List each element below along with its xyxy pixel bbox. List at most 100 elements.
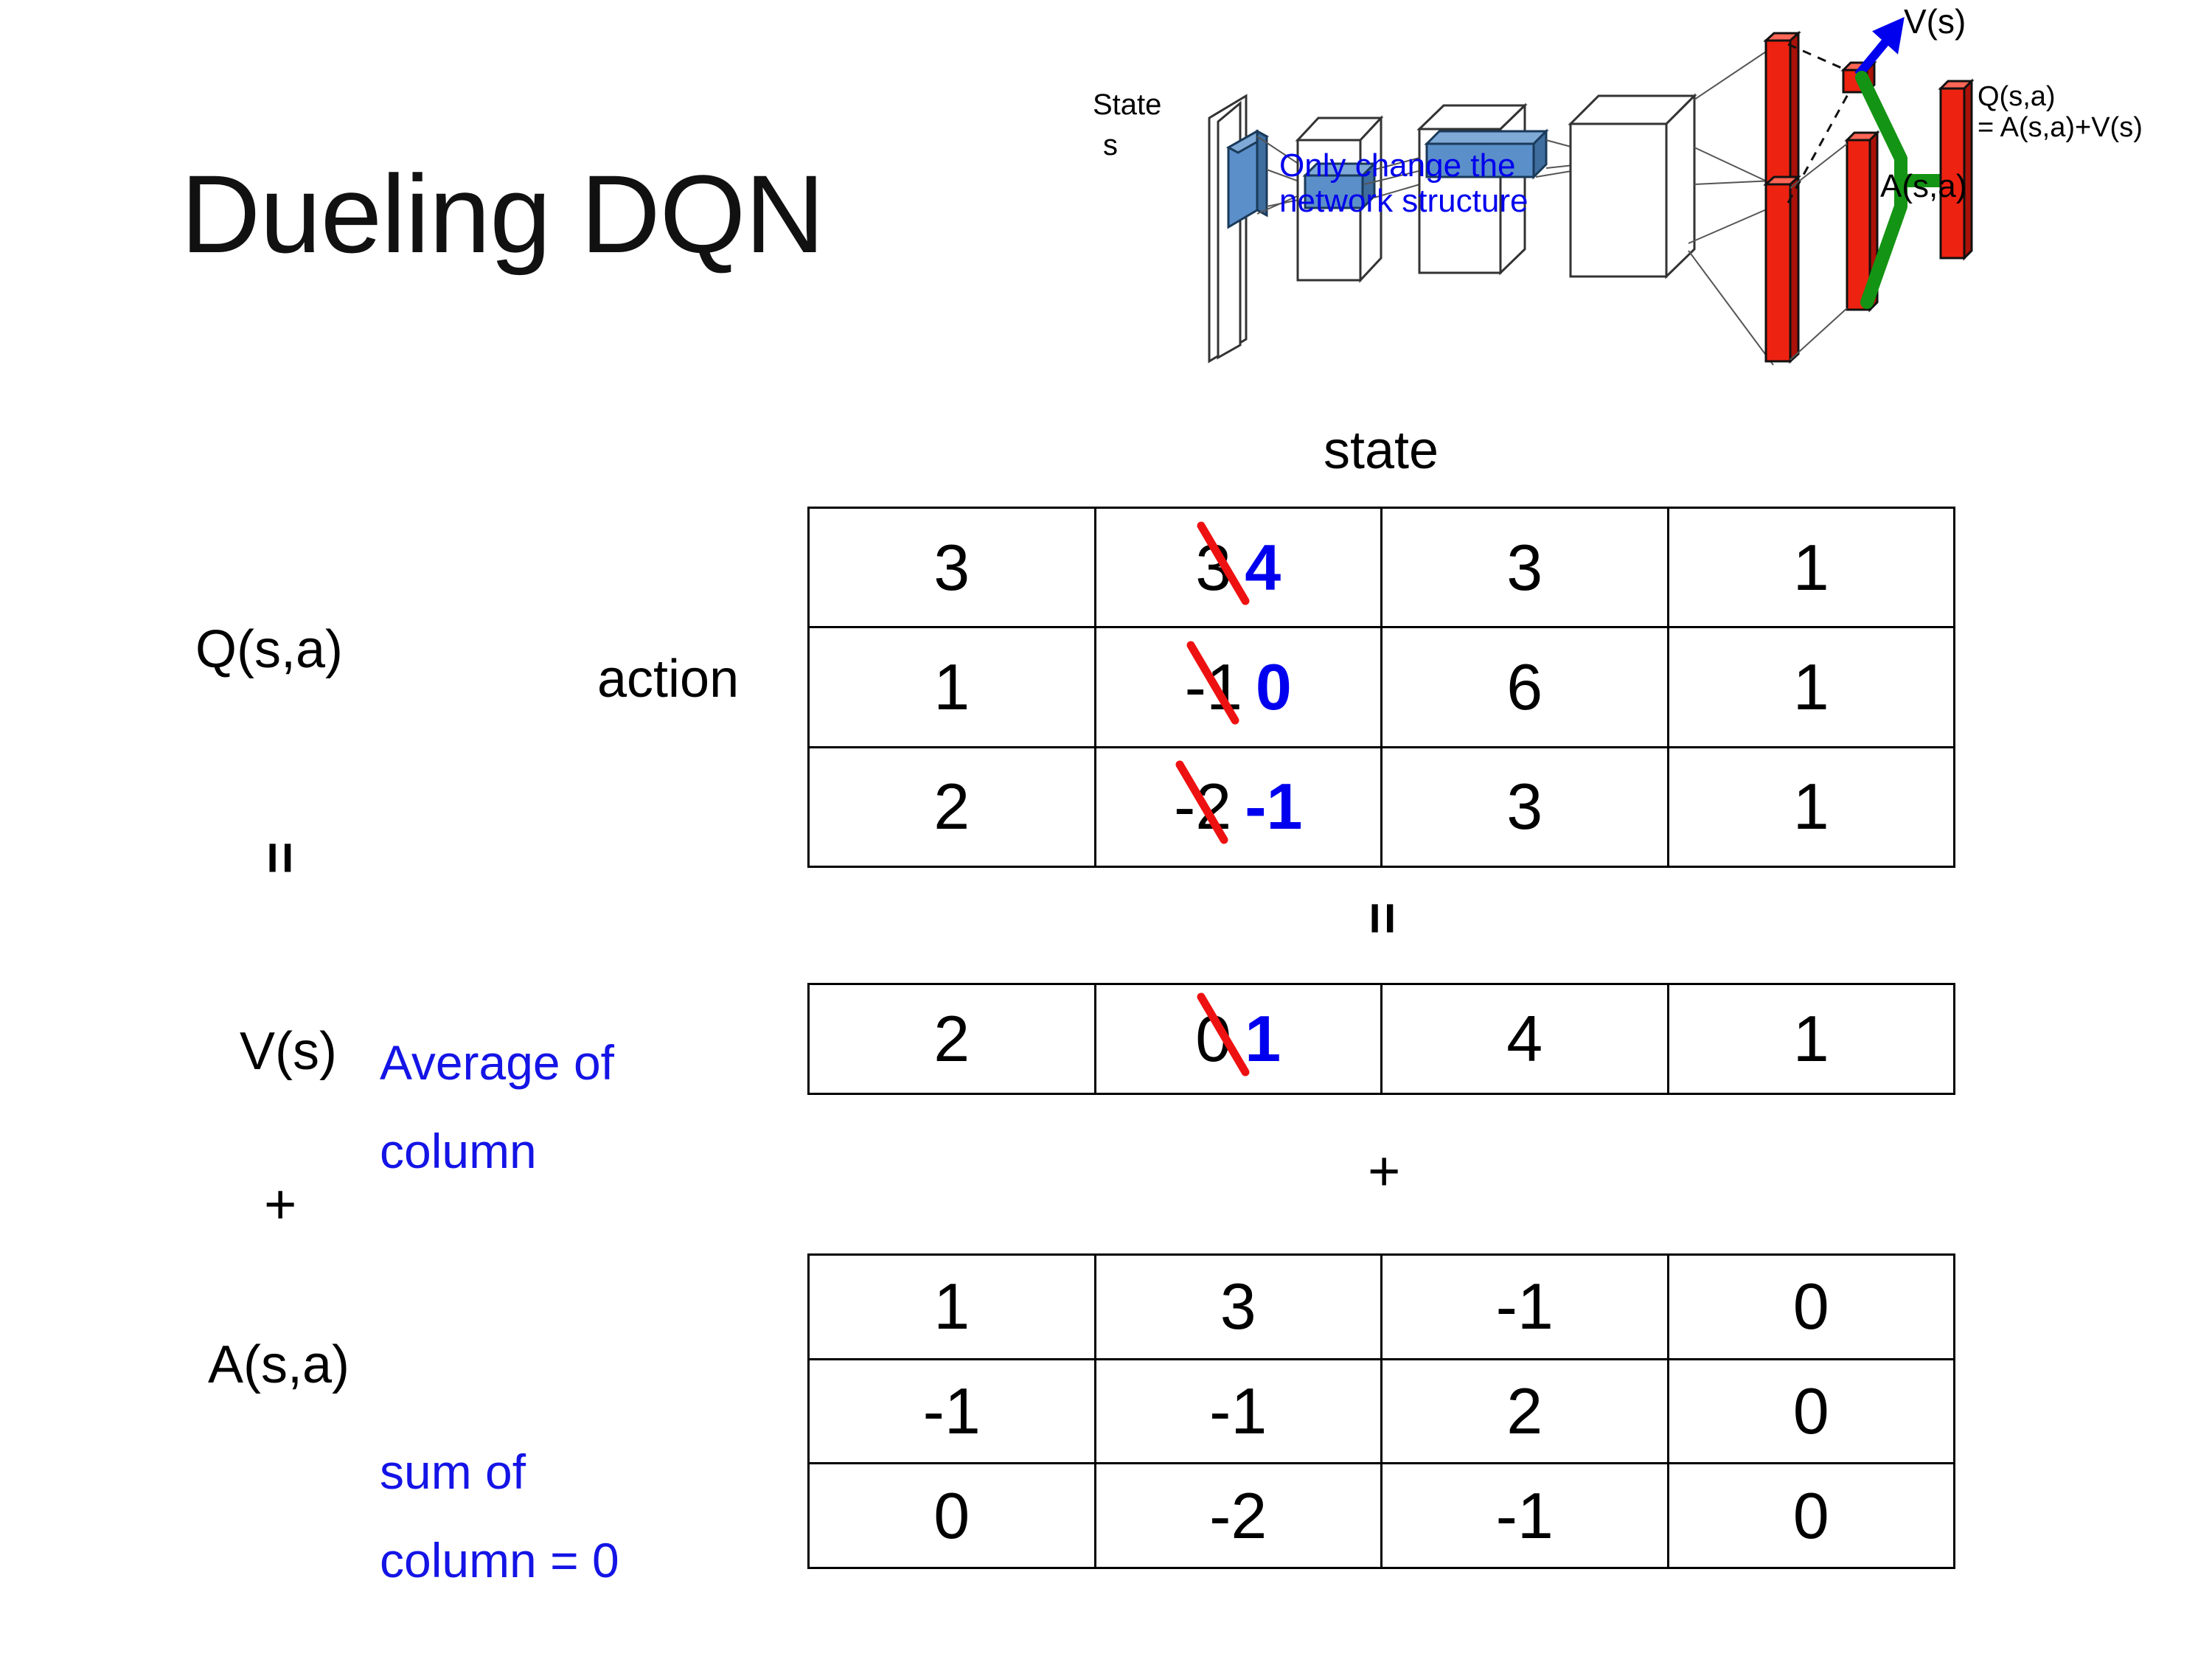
equals-sign-left: = bbox=[248, 841, 312, 872]
diagram-a-label: A(s,a) bbox=[1880, 168, 1967, 204]
table-cell: 1 bbox=[807, 1253, 1096, 1360]
table-row: -1 -1 2 0 bbox=[807, 1357, 1955, 1465]
cell-value: 1 bbox=[933, 650, 970, 723]
table-cell: 1 bbox=[1666, 506, 1955, 629]
equals-sign-middle: = bbox=[1351, 902, 1414, 932]
new-value: -1 bbox=[1245, 770, 1303, 844]
a-table-body: 1 3 -1 0 -1 -1 2 0 0 -2 -1 0 bbox=[807, 1253, 1955, 1569]
diagram-state-label-line2: s bbox=[1103, 129, 1118, 161]
a-note-line1: sum of bbox=[380, 1444, 526, 1499]
table-cell: 4 bbox=[1380, 983, 1669, 1095]
network-architecture-svg bbox=[1208, 17, 1975, 366]
cell-value: 0 bbox=[933, 1478, 970, 1552]
state-axis-label: state bbox=[1324, 421, 1439, 480]
cell-value: -1 bbox=[1495, 1270, 1554, 1343]
table-cell: -1 bbox=[807, 1357, 1096, 1465]
table-cell: -1 bbox=[1380, 1253, 1669, 1360]
table-cell: 6 bbox=[1380, 626, 1669, 748]
old-value: 3 bbox=[1195, 521, 1250, 605]
value-arrow bbox=[1854, 17, 1905, 78]
cell-value: 3 bbox=[1506, 770, 1543, 844]
table-cell: 0 bbox=[1666, 1462, 1955, 1569]
v-note-line2: column bbox=[380, 1124, 537, 1178]
cell-value: 1 bbox=[1792, 530, 1829, 604]
cell-value: 3 bbox=[1506, 530, 1543, 604]
cell-value: 1 bbox=[1792, 770, 1829, 844]
table-cell: 2 bbox=[1380, 1357, 1669, 1465]
table-row: 0 -2 -1 0 bbox=[807, 1462, 1955, 1569]
cell-value: 1 bbox=[1792, 650, 1829, 723]
table-cell: 3 bbox=[1093, 1253, 1382, 1360]
cell-value: 0 bbox=[1792, 1374, 1829, 1447]
plus-sign-middle: + bbox=[1368, 1140, 1401, 1203]
table-cell: -2-1 bbox=[1093, 745, 1382, 869]
a-section-label: A(s,a) bbox=[208, 1335, 350, 1394]
cell-value: 3 bbox=[933, 530, 970, 604]
strikethrough-mark bbox=[1175, 760, 1228, 844]
action-axis-label: action bbox=[597, 650, 740, 709]
diagram-q-label-line1: Q(s,a) bbox=[1978, 81, 2056, 112]
cell-value: 4 bbox=[1506, 1002, 1543, 1075]
table-row: 1 3 -1 0 bbox=[807, 1253, 1955, 1360]
table-cell: -2 bbox=[1093, 1462, 1382, 1569]
plus-sign-left: + bbox=[264, 1173, 297, 1236]
q-section-label: Q(s,a) bbox=[195, 620, 344, 679]
old-value: 0 bbox=[1195, 992, 1250, 1077]
new-value: 1 bbox=[1245, 1002, 1281, 1075]
table-cell: 0 bbox=[1666, 1357, 1955, 1465]
table-cell: 2 bbox=[807, 983, 1096, 1095]
v-section-label: V(s) bbox=[240, 1022, 337, 1081]
table-cell: 1 bbox=[807, 626, 1096, 748]
page-title: Dueling DQN bbox=[181, 152, 825, 276]
table-cell: 3 bbox=[807, 506, 1096, 629]
cell-value: 0 bbox=[1792, 1270, 1829, 1343]
cell-value: 3 bbox=[1220, 1270, 1256, 1343]
a-note-line2: column = 0 bbox=[380, 1533, 619, 1587]
table-cell: 0 bbox=[807, 1462, 1096, 1569]
cell-value: 1 bbox=[1792, 1002, 1829, 1075]
edited-cell: -2-1 bbox=[1174, 760, 1303, 844]
table-cell: 0 bbox=[1666, 1253, 1955, 1360]
table-cell: 1 bbox=[1666, 626, 1955, 748]
table-row: 2 -2-1 3 1 bbox=[807, 745, 1955, 869]
diagram-state-label-line1: State bbox=[1093, 88, 1162, 121]
dueling-network-diagram: State s Only change the network structur… bbox=[1084, 0, 2212, 413]
table-cell: 3 bbox=[1380, 745, 1669, 869]
cell-value: 0 bbox=[1792, 1478, 1829, 1552]
cell-value: 2 bbox=[1506, 1374, 1543, 1447]
diagram-v-label: V(s) bbox=[1904, 2, 1966, 41]
cell-value: 2 bbox=[933, 1002, 970, 1075]
table-cell: 3 bbox=[1380, 506, 1669, 629]
a-value-table: 1 3 -1 0 -1 -1 2 0 0 -2 -1 0 bbox=[807, 1253, 1955, 1569]
old-value: -1 bbox=[1185, 641, 1242, 725]
table-cell: 2 bbox=[807, 745, 1096, 869]
cell-value: -1 bbox=[922, 1374, 981, 1447]
cell-value: -1 bbox=[1209, 1374, 1267, 1447]
table-cell: -1 bbox=[1380, 1462, 1669, 1569]
cell-value: -1 bbox=[1495, 1478, 1554, 1552]
v-note-line1: Average of bbox=[380, 1035, 615, 1090]
cell-value: -2 bbox=[1209, 1478, 1267, 1552]
table-cell: -1 bbox=[1093, 1357, 1382, 1465]
diagram-note-line1: Only change the bbox=[1279, 147, 1516, 184]
strikethrough-mark bbox=[1186, 641, 1239, 725]
cell-value: 2 bbox=[933, 770, 970, 844]
new-value: 4 bbox=[1245, 530, 1281, 604]
table-cell: 1 bbox=[1666, 983, 1955, 1095]
table-cell: 1 bbox=[1666, 745, 1955, 869]
diagram-q-label-line2: = A(s,a)+V(s) bbox=[1978, 112, 2143, 143]
cell-value: 1 bbox=[933, 1270, 970, 1343]
